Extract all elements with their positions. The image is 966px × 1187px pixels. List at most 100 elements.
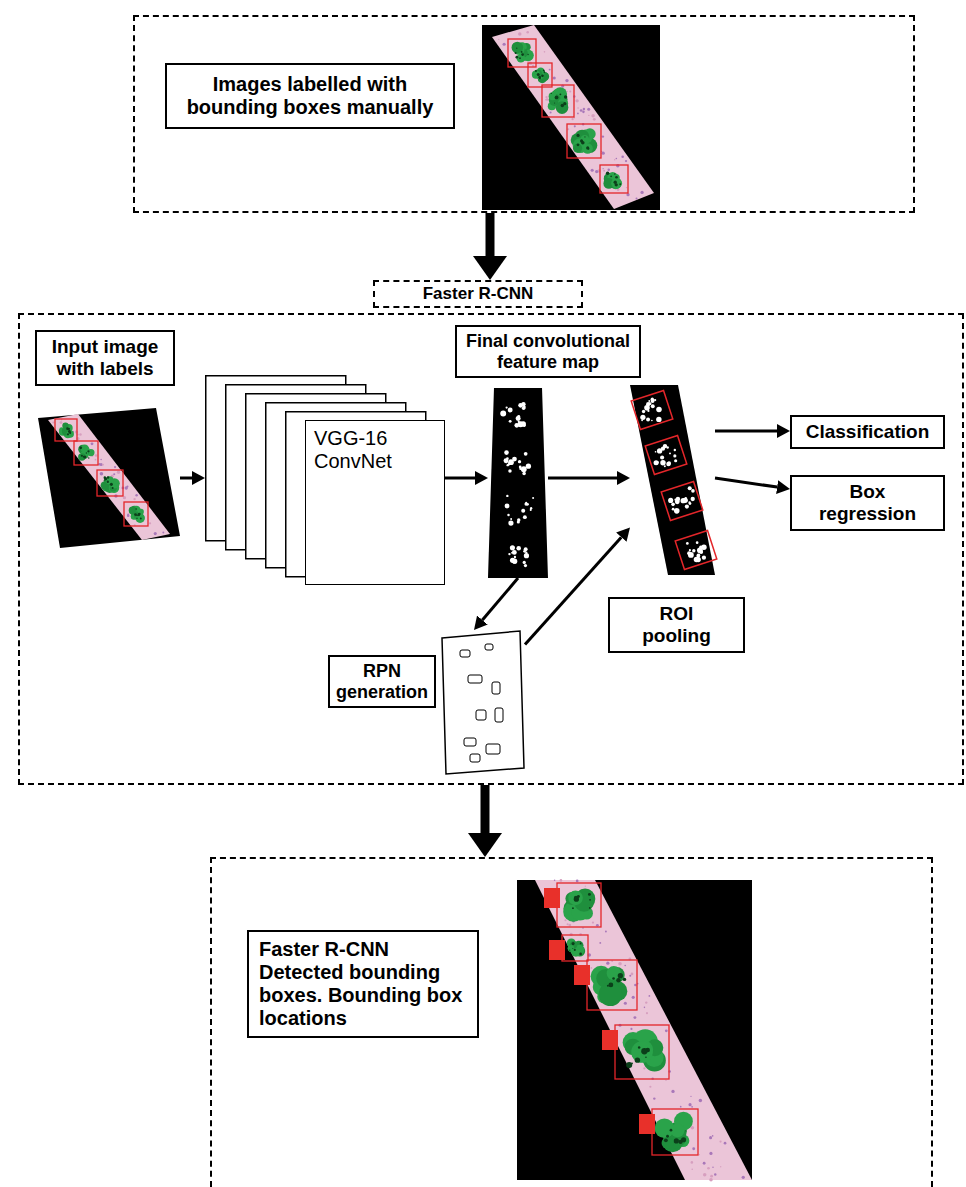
- cell-speck: [521, 53, 524, 56]
- tissue-speck: [616, 158, 618, 160]
- tissue-speck: [576, 880, 579, 883]
- tissue-speck: [709, 1136, 712, 1139]
- tissue-speck: [644, 1007, 646, 1009]
- feature-blob: [656, 461, 659, 464]
- tissue-strip: [535, 880, 752, 1180]
- tissue-speck: [714, 1173, 716, 1175]
- feature-blob: [503, 413, 505, 415]
- tissue-speck: [91, 442, 94, 445]
- feature-blob: [524, 503, 527, 506]
- feature-blob: [699, 550, 703, 554]
- proposal-sheet: [442, 631, 524, 774]
- image-ground: [482, 25, 660, 210]
- input-panel: Images labelled with bounding boxes manu…: [133, 15, 915, 213]
- cell-speck: [681, 1137, 686, 1142]
- output-label: Box regression: [804, 481, 931, 525]
- cell-speck: [616, 978, 620, 982]
- feature-blob: [506, 461, 508, 463]
- cell-speck: [87, 450, 89, 452]
- tissue-speck: [665, 1079, 666, 1080]
- tissue-speck: [577, 113, 579, 115]
- tissue-speck: [582, 111, 585, 114]
- feature-blob: [649, 402, 652, 405]
- feature-blob: [686, 542, 689, 545]
- cell-speck: [606, 172, 609, 175]
- cell-speck: [574, 949, 576, 951]
- feature-blob: [674, 508, 680, 514]
- tissue-speck: [95, 454, 98, 457]
- tissue-speck: [625, 160, 627, 162]
- output-label: Classification: [798, 421, 937, 443]
- input-figure: [38, 408, 180, 548]
- tissue-speck: [624, 965, 626, 967]
- title-box: Faster R-CNN: [373, 280, 583, 308]
- bounding-box: [124, 502, 148, 526]
- rpn-node: RPN generation: [440, 630, 525, 775]
- arrow-connector: [180, 477, 192, 480]
- cell-speck: [618, 973, 623, 978]
- cell-speck: [584, 136, 585, 137]
- feature-blob: [521, 466, 527, 472]
- proposal-box: [460, 650, 470, 657]
- label-box: Faster R-CNN Detected bounding boxes. Bo…: [247, 930, 479, 1038]
- cell-speck: [541, 74, 544, 77]
- feature-blob: [676, 497, 680, 501]
- cell-speck: [110, 483, 113, 486]
- feature-blob: [521, 421, 526, 426]
- cell-speck: [521, 51, 523, 53]
- feature-blob: [642, 410, 645, 413]
- feature-blob: [671, 503, 675, 507]
- bounding-box: [652, 1109, 698, 1155]
- feature-blob: [696, 557, 701, 562]
- feature-blob: [504, 450, 509, 455]
- tissue-speck: [608, 169, 610, 171]
- feature-blob: [669, 452, 671, 454]
- label-box: Final convolutional feature map: [455, 325, 641, 378]
- cell-speck: [589, 899, 591, 901]
- tissue-speck: [526, 31, 529, 34]
- cell-speck: [608, 983, 613, 988]
- feature-blob: [506, 495, 508, 497]
- arrow-connector: [482, 578, 518, 620]
- feature-blob: [505, 406, 507, 408]
- feature-blob: [688, 552, 694, 558]
- cell-speck: [79, 446, 82, 449]
- cell-blob: [631, 1041, 653, 1063]
- cell-speck: [543, 70, 545, 72]
- tissue-speck: [554, 879, 556, 881]
- arrow-connector: [715, 478, 777, 487]
- cell-blob: [611, 178, 622, 189]
- feature-blob: [689, 549, 691, 551]
- feature-blob: [518, 460, 521, 463]
- tissue-speck: [634, 984, 637, 987]
- box-regression-box: Box regression: [790, 475, 945, 531]
- tissue-speck: [633, 1016, 636, 1019]
- tissue-speck: [691, 1126, 695, 1130]
- tissue-speck: [102, 464, 104, 466]
- bounding-box: [615, 1025, 669, 1079]
- cell-speck: [572, 907, 574, 909]
- feature-blob: [530, 509, 532, 511]
- tissue-speck: [135, 494, 137, 496]
- arrow-connector: [445, 477, 475, 480]
- cell-speck: [607, 985, 609, 987]
- tissue-speck: [603, 168, 604, 169]
- cell-blob: [662, 1137, 674, 1149]
- cell-speck: [107, 481, 109, 483]
- cell-speck: [674, 1138, 679, 1143]
- feature-blob: [673, 454, 676, 457]
- cell-blob: [81, 445, 89, 453]
- feature-blob: [516, 416, 521, 421]
- cell-speck: [519, 57, 521, 59]
- feature-blob: [657, 448, 662, 453]
- cell-speck: [572, 944, 573, 945]
- tissue-speck: [587, 108, 590, 111]
- tissue-speck: [503, 43, 506, 46]
- bounding-box: [557, 883, 601, 927]
- feature-blob: [685, 505, 689, 509]
- feature-blob: [508, 520, 513, 525]
- cell-speck: [610, 176, 612, 178]
- feature-blob: [523, 550, 526, 553]
- stage-label: Input image with labels: [43, 336, 167, 380]
